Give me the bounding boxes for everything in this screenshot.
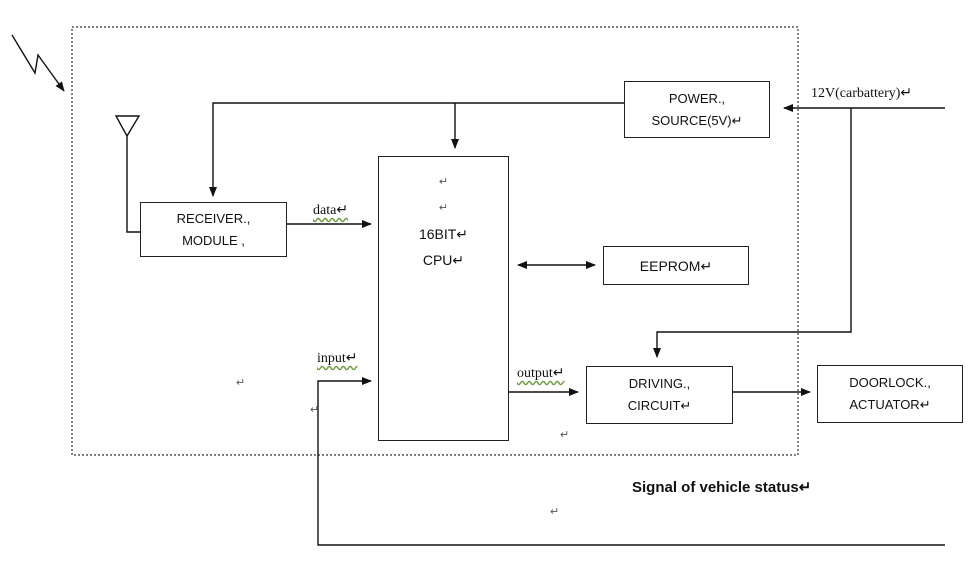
receiver-line-2: MODULE , [182,230,245,252]
input-label: input↵ [317,350,358,367]
driving-line-1: DRIVING., [629,373,690,395]
receiver-module-block: RECEIVER., MODULE , [140,202,287,257]
output-label: output↵ [517,365,565,382]
eeprom-block: EEPROM↵ [603,246,749,285]
cpu-block: ↵ ↵ 16BIT↵ CPU↵ [378,156,509,441]
doorlock-actuator-block: DOORLOCK., ACTUATOR↵ [817,365,963,423]
paragraph-mark: ↵ [550,505,559,518]
power-source-block: POWER., SOURCE(5V)↵ [624,81,770,138]
receiver-line-1: RECEIVER., [177,208,251,230]
power-line-2: SOURCE(5V)↵ [651,110,742,132]
eeprom-label: EEPROM↵ [640,255,712,277]
data-label: data↵ [313,202,348,219]
cpu-line-2: ↵ [439,195,448,221]
cpu-line-4: CPU↵ [423,247,464,273]
doorlock-line-1: DOORLOCK., [849,372,931,394]
antenna-feed-line [127,136,140,232]
lightning-bolt-icon [12,35,64,91]
antenna-icon [116,116,139,136]
paragraph-mark: ↵ [236,376,245,389]
power-line-1: POWER., [669,88,725,110]
driving-line-2: CIRCUIT↵ [628,395,692,417]
battery-label: 12V(carbattery)↵ [811,85,912,102]
cpu-line-1: ↵ [439,169,448,195]
paragraph-mark: ↵ [560,428,569,441]
cpu-line-3: 16BIT↵ [419,221,468,247]
paragraph-mark: ↵ [310,403,319,416]
driving-circuit-block: DRIVING., CIRCUIT↵ [586,366,733,424]
vehicle-status-caption: Signal of vehicle status↵ [632,478,811,496]
doorlock-line-2: ACTUATOR↵ [849,394,930,416]
battery-to-driving-wire [657,108,851,357]
